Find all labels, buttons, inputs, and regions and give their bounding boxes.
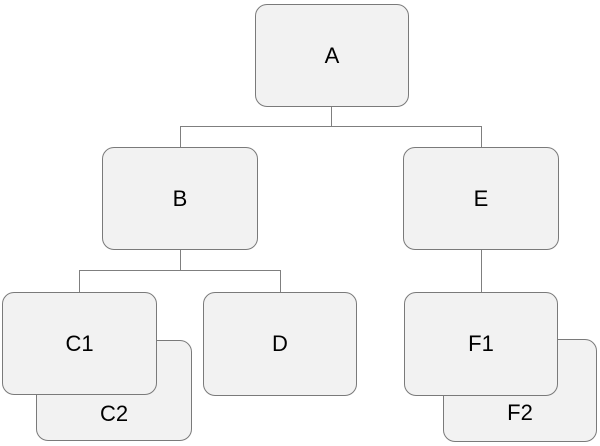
connector-a-stem	[331, 107, 332, 126]
connector-drop-to-e	[481, 127, 482, 147]
connector-drop-to-b	[180, 127, 181, 147]
node-e[interactable]: E	[403, 147, 559, 250]
connector-e-to-f1	[481, 250, 482, 292]
node-f1-label: F1	[468, 331, 494, 356]
node-d[interactable]: D	[203, 292, 357, 396]
connector-b-stem	[180, 250, 181, 270]
node-c1-label: C1	[65, 330, 94, 356]
connector-drop-to-c1	[79, 271, 80, 292]
connector-level1-bar	[180, 126, 482, 127]
node-a[interactable]: A	[255, 4, 409, 107]
node-f2-label: F2	[507, 400, 533, 425]
node-d-label: D	[272, 331, 288, 356]
connector-level2-bar	[79, 270, 281, 271]
node-c1[interactable]: C1	[2, 292, 157, 395]
node-b[interactable]: B	[102, 147, 258, 250]
node-c2-label: C2	[99, 401, 129, 426]
node-b-label: B	[172, 185, 188, 211]
node-a-label: A	[324, 42, 340, 68]
node-e-label: E	[473, 185, 489, 211]
node-f1[interactable]: F1	[404, 292, 558, 396]
connector-drop-to-d	[280, 271, 281, 292]
